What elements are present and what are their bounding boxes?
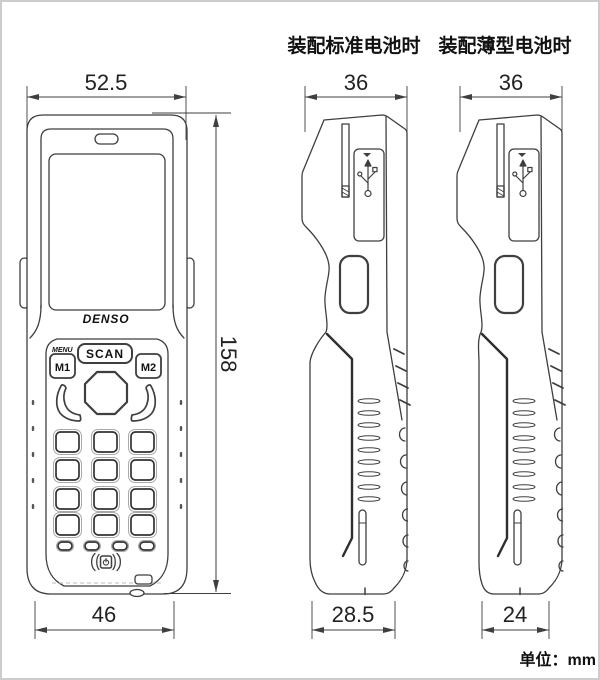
side-view-standard-battery	[301, 114, 412, 596]
keypad-key	[127, 428, 158, 456]
scan-key	[77, 343, 133, 364]
power-key	[90, 552, 122, 572]
brand-logo: DENSO	[83, 312, 130, 326]
keypad-key	[90, 511, 121, 539]
dim-standard-top-width: 36	[304, 70, 408, 132]
dim-value: 52.5	[85, 70, 128, 95]
left-crescent-key	[55, 384, 82, 422]
dim-value: 24	[503, 602, 527, 627]
dim-value: 28.5	[332, 602, 375, 627]
scan-key-label: SCAN	[86, 347, 124, 361]
dim-front-bottom-width: 46	[34, 601, 175, 639]
dim-thin-bottom-width: 24	[481, 601, 550, 639]
m1-key	[49, 353, 76, 379]
keypad-key	[90, 428, 121, 456]
screen	[48, 153, 166, 311]
bottom-tab	[129, 588, 145, 598]
keypad-key	[127, 456, 158, 484]
menu-key-label: MENU	[52, 347, 74, 354]
keypad-key	[90, 485, 121, 513]
bezel-flare-right	[172, 304, 185, 339]
dim-front-top-width: 52.5	[26, 70, 187, 140]
pill-key	[82, 539, 102, 553]
front-view: DENSO MENU M1 SCAN M2	[19, 114, 195, 598]
caption-standard-battery: 装配标准电池时	[286, 34, 420, 57]
dimension-annotations: 52.5 158 46 36 28.5	[26, 70, 563, 639]
bezel-flare-left	[29, 304, 42, 339]
keypad-key	[52, 456, 83, 484]
side-view-thin-battery	[456, 114, 567, 596]
screen-bezel	[40, 128, 174, 309]
dim-standard-bottom-width: 28.5	[311, 601, 396, 639]
m2-key	[135, 353, 162, 379]
keypad-key	[127, 511, 158, 539]
dim-value: 46	[92, 602, 116, 627]
dim-front-height: 158	[152, 112, 241, 594]
m1-key-label: M1	[55, 362, 70, 374]
unit-label: 单位：mm	[520, 650, 596, 669]
dim-value: 158	[216, 336, 241, 373]
keypad-key	[52, 485, 83, 513]
dim-thin-top-width: 36	[459, 70, 563, 132]
keypad-key	[52, 428, 83, 456]
pill-key	[110, 539, 130, 553]
pill-key	[55, 539, 75, 553]
dim-value: 36	[344, 70, 368, 95]
keypad-panel	[45, 338, 169, 587]
caption-thin-battery: 装配薄型电池时	[437, 34, 571, 57]
bottom-latch	[134, 574, 153, 585]
nav-octagon-key	[83, 370, 129, 416]
keypad-key	[127, 485, 158, 513]
led-window	[94, 133, 119, 145]
pill-key	[137, 539, 157, 553]
keypad-key	[52, 511, 83, 539]
right-crescent-key	[130, 384, 157, 422]
edge-grip-dots	[31, 400, 183, 509]
keypad-key	[90, 456, 121, 484]
m2-key-label: M2	[141, 362, 156, 374]
power-icon	[102, 557, 110, 566]
dim-value: 36	[499, 70, 523, 95]
